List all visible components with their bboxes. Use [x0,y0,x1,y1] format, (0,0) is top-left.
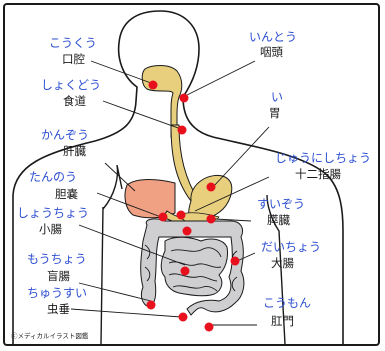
leader-esophagus [103,101,181,129]
label-mouth-name: 口腔 [62,52,85,66]
label-liver: かんぞう 肝臓 [41,128,89,158]
marker-esophagus [178,126,187,135]
label-mouth-furigana: こうくう [49,36,97,50]
label-small-intestine: しょうちょう 小腸 [17,206,89,236]
label-pharynx-name: 咽頭 [260,45,283,59]
label-small-intestine-furigana: しょうちょう [17,206,89,220]
label-stomach-name: 胃 [269,106,281,120]
label-duodenum: じゅうにしちょう 十二指腸 [275,151,371,181]
label-large-intestine-name: 大腸 [271,256,294,270]
left-arm-line [101,207,103,344]
label-gallbladder: たんのう 胆嚢 [29,170,78,201]
label-pharynx: いんとう 咽頭 [249,30,297,59]
leader-pharynx [183,61,255,97]
leader-stomach [213,127,269,187]
marker-mouth [149,81,158,90]
marker-pharynx [180,94,189,103]
label-pancreas: すいぞう 膵臓 [257,197,305,227]
label-stomach-furigana: い [271,90,283,104]
label-esophagus-furigana: しょくどう [41,78,101,92]
marker-appendix [179,313,188,322]
label-cecum-name: 盲腸 [47,269,70,283]
label-esophagus-name: 食道 [63,94,86,108]
marker-small-intestine [183,227,192,236]
marker-gallbladder [159,213,168,222]
leader-liver [105,163,135,191]
small-intestine-shape [161,237,227,296]
credit-text: ⓒメディカルイラスト図鑑 [11,331,89,340]
label-esophagus: しょくどう 食道 [41,78,101,108]
leader-appendix [71,309,181,317]
label-pancreas-name: 膵臓 [267,213,290,227]
label-appendix-furigana: ちゅうすい [27,286,87,300]
label-mouth: こうくう 口腔 [49,36,97,66]
label-pancreas-furigana: すいぞう [257,197,305,211]
label-pharynx-furigana: いんとう [249,30,297,44]
marker-pancreas [207,215,216,224]
label-small-intestine-name: 小腸 [39,222,62,236]
label-gallbladder-name: 胆嚢 [55,187,78,201]
marker-small-intestine-2 [181,267,190,276]
leader-cecum [79,283,151,301]
label-cecum-furigana: もうちょう [27,252,87,266]
label-cecum: もうちょう 盲腸 [27,252,87,283]
label-appendix: ちゅうすい 虫垂 [27,286,87,316]
label-large-intestine: だいちょう 大腸 [261,240,321,270]
label-anus-name: 肛門 [271,314,294,328]
label-gallbladder-furigana: たんのう [29,170,77,184]
marker-duodenum [177,211,186,220]
label-anus: こうもん 肛門 [263,296,311,328]
left-torso-line [103,165,122,209]
label-appendix-name: 虫垂 [47,302,70,316]
label-anus-furigana: こうもん [263,296,311,310]
marker-large-intestine [231,257,240,266]
digestive-system-diagram: こうくう 口腔 いんとう 咽頭 しょくどう 食道 い 胃 かんぞう 肝臓 じゅう… [5,5,378,344]
label-duodenum-name: 十二指腸 [295,167,341,181]
marker-cecum [147,301,156,310]
label-liver-furigana: かんぞう [41,128,89,142]
label-liver-name: 肝臓 [63,144,86,158]
label-large-intestine-furigana: だいちょう [261,240,321,254]
marker-anus [205,323,214,332]
label-duodenum-furigana: じゅうにしちょう [275,151,371,165]
label-stomach: い 胃 [269,90,283,120]
diagram-frame: こうくう 口腔 いんとう 咽頭 しょくどう 食道 い 胃 かんぞう 肝臓 じゅう… [3,3,380,346]
marker-stomach [207,183,216,192]
